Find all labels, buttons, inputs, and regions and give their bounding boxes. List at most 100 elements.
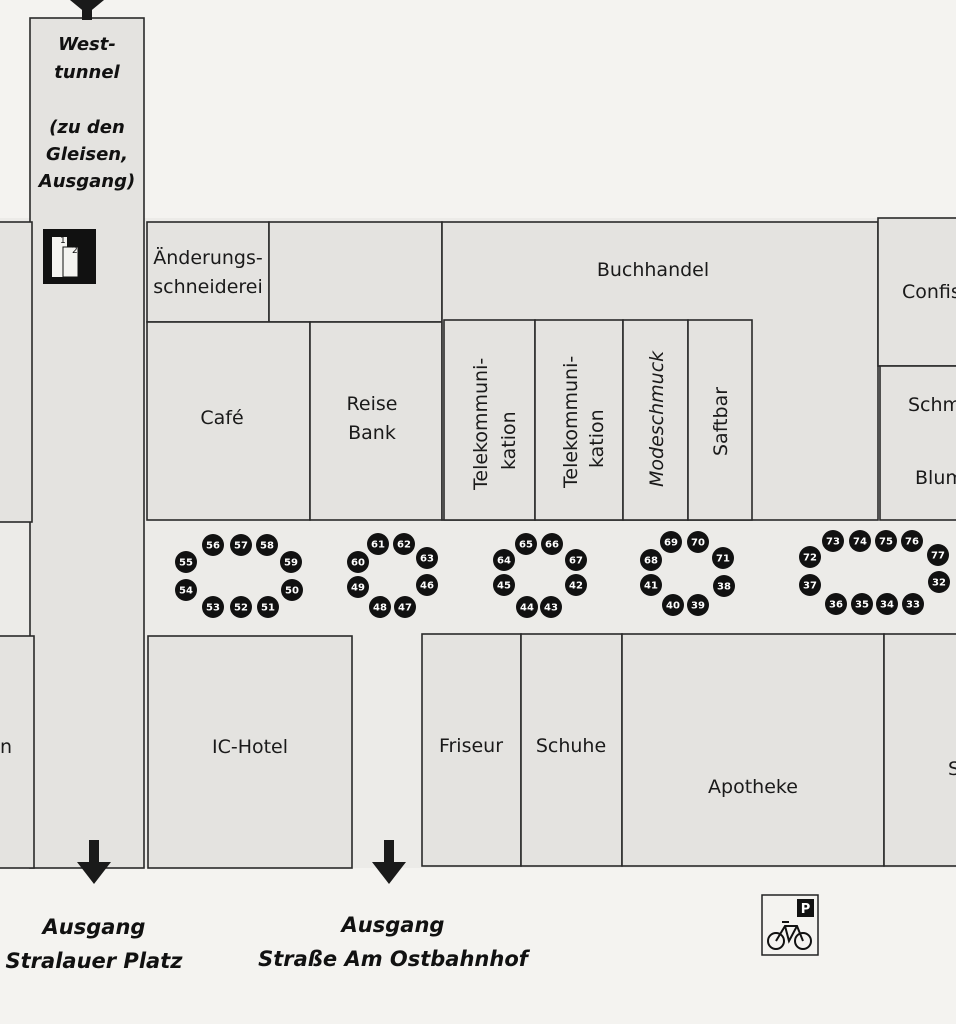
locker-number[interactable]: 72 [799,546,821,568]
reisebank-label-1: Reise [347,393,398,415]
locker-number[interactable]: 58 [256,534,278,556]
locker-number[interactable]: 45 [493,574,515,596]
locker-number-label: 53 [206,603,220,614]
locker-number[interactable]: 42 [565,574,587,596]
locker-number-label: 36 [829,600,843,611]
locker-number[interactable]: 69 [660,531,682,553]
shop-aenderungsschneiderei[interactable] [146,221,270,323]
aenderung-label-1: Änderungs- [153,246,263,269]
svg-text:2: 2 [72,246,78,256]
locker-number[interactable]: 36 [825,593,847,615]
locker-number[interactable]: 37 [799,574,821,596]
locker-number[interactable]: 52 [230,596,252,618]
locker-number-label: 65 [519,540,533,551]
locker-number[interactable]: 41 [640,574,662,596]
locker-number[interactable]: 61 [367,533,389,555]
locker-number[interactable]: 71 [712,547,734,569]
locker-number[interactable]: 76 [901,530,923,552]
locker-number-label: 67 [569,556,583,567]
locker-number-label: 44 [520,603,534,614]
west-tunnel-title-1: West- [58,34,116,55]
locker-number[interactable]: 35 [851,593,873,615]
locker-number[interactable]: 32 [928,571,950,593]
shop-reisebank[interactable] [309,321,443,521]
shop-confiserie[interactable] [877,217,956,367]
locker-number[interactable]: 62 [393,533,415,555]
exit-stralauer-label-2: Stralauer Platz [6,949,184,973]
locker-number-label: 77 [931,551,945,562]
locker-number[interactable]: 55 [175,551,197,573]
locker-number-label: 63 [420,554,434,565]
locker-number[interactable]: 77 [927,544,949,566]
west-tunnel-sub-2: Gleisen, [46,144,128,165]
aenderung-label-2: schneiderei [153,276,263,298]
shop-schmuck-blumen[interactable] [879,365,956,521]
locker-number-label: 61 [371,540,385,551]
locker-number[interactable]: 46 [416,574,438,596]
locker-number-label: 60 [351,558,365,569]
saftbar-label: Saftbar [710,387,732,456]
locker-number[interactable]: 51 [257,596,279,618]
locker-number-label: 37 [803,581,817,592]
locker-number[interactable]: 65 [515,533,537,555]
locker-number[interactable]: 47 [394,596,416,618]
locker-number[interactable]: 74 [849,530,871,552]
locker-number-label: 45 [497,581,511,592]
south-right-label: S [948,758,956,780]
locker-number[interactable]: 53 [202,596,224,618]
shop-ic-hotel[interactable] [147,635,353,869]
locker-number[interactable]: 60 [347,551,369,573]
shop-south-right [883,633,956,867]
locker-number[interactable]: 67 [565,549,587,571]
shop-telekom-2[interactable] [534,319,624,521]
locker-number[interactable]: 75 [875,530,897,552]
locker-number[interactable]: 34 [876,593,898,615]
locker-number-label: 68 [644,556,658,567]
schuhe-label: Schuhe [536,735,606,757]
reisebank-label-2: Bank [348,422,396,444]
locker-number[interactable]: 44 [516,596,538,618]
telekom2-label-1: Telekommuni- [560,356,582,489]
locker-number[interactable]: 56 [202,534,224,556]
shop-friseur[interactable] [421,633,522,867]
locker-number[interactable]: 39 [687,594,709,616]
shop-modeschmuck[interactable] [622,319,689,521]
locker-number[interactable]: 63 [416,547,438,569]
schmuck-label: Schm [908,394,956,416]
locker-number[interactable]: 54 [175,579,197,601]
shop-apotheke[interactable] [621,633,885,867]
shop-schuhe[interactable] [520,633,623,867]
locker-number[interactable]: 43 [540,596,562,618]
locker-number[interactable]: 48 [369,596,391,618]
locker-number[interactable]: 49 [347,576,369,598]
locker-number-label: 75 [879,537,893,548]
locker-number-label: 51 [261,603,275,614]
west-tunnel-sub-3: Ausgang) [37,171,135,192]
locker-number[interactable]: 50 [281,579,303,601]
locker-number-label: 38 [717,582,731,593]
locker-number[interactable]: 70 [687,531,709,553]
locker-number[interactable]: 66 [541,533,563,555]
locker-number-label: 57 [234,541,248,552]
locker-number[interactable]: 64 [493,549,515,571]
locker-number[interactable]: 57 [230,534,252,556]
locker-number[interactable]: 33 [902,593,924,615]
locker-number[interactable]: 59 [280,551,302,573]
telekom1-label-2: kation [498,411,520,470]
west-tunnel[interactable] [29,17,145,869]
locker-number[interactable]: 68 [640,549,662,571]
shop-unlabeled-north [268,221,443,323]
shop-telekom-1[interactable] [443,319,536,521]
locker-number[interactable]: 38 [713,575,735,597]
locker-number-label: 66 [545,540,559,551]
locker-number[interactable]: 73 [822,530,844,552]
locker-number[interactable]: 40 [662,594,684,616]
locker-number-label: 41 [644,581,658,592]
locker-number-label: 73 [826,537,840,548]
shop-saftbar[interactable] [687,319,753,521]
